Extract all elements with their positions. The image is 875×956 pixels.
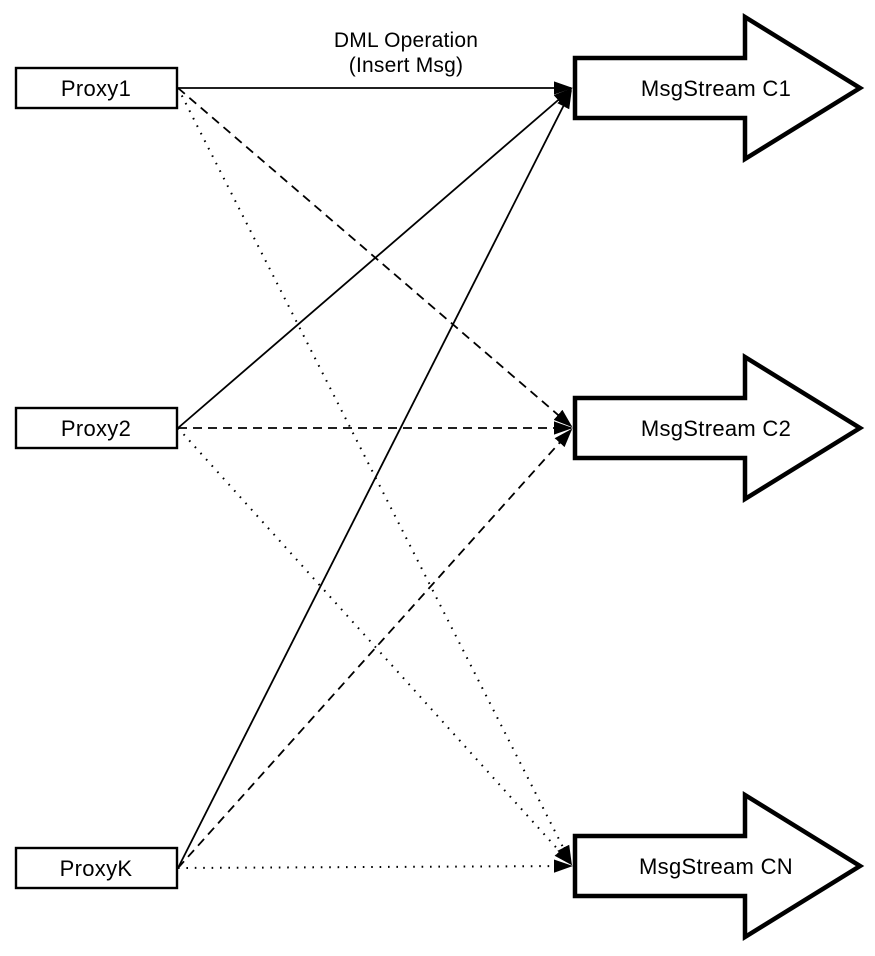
- proxy-node-proxy2: Proxy2: [14, 406, 179, 450]
- edge-proxyk-to-msgstream-c2: [177, 428, 573, 869]
- top-edge-label: DML Operation (Insert Msg): [334, 29, 478, 77]
- proxyk-box: [14, 846, 179, 890]
- edge-proxy2-to-msgstream-c1: [177, 87, 573, 429]
- edge-proxy1-to-msgstream-c2: [177, 87, 573, 428]
- proxy2-box: [14, 406, 179, 450]
- msgstream-c2-arrow-shape: [572, 352, 865, 504]
- connections: [177, 81, 573, 873]
- proxy1-label: Proxy1: [61, 76, 131, 101]
- msgstream-c2-label: MsgStream C2: [641, 416, 791, 441]
- proxy2-label: Proxy2: [61, 416, 131, 441]
- proxyk-label: ProxyK: [60, 856, 133, 881]
- stream-node-msgstream-c2: MsgStream C2: [572, 352, 865, 504]
- msgstream-c1-arrow-shape: [572, 12, 865, 164]
- stream-node-msgstream-cn: MsgStream CN: [572, 790, 865, 942]
- stream-node-msgstream-c1: MsgStream C1: [572, 12, 865, 164]
- edge-proxy2-to-msgstream-cn: [177, 427, 573, 866]
- proxy1-box: [14, 66, 179, 110]
- dml-operation-label-line1: DML Operation: [334, 29, 478, 52]
- msgstream-c1-label: MsgStream C1: [641, 76, 791, 101]
- dml-operation-label-line2: (Insert Msg): [349, 54, 463, 77]
- edge-proxy1-to-msgstream-cn: [177, 87, 572, 865]
- proxy-node-proxy1: Proxy1: [14, 66, 179, 110]
- edge-proxyk-to-msgstream-cn: [177, 859, 573, 873]
- proxy-node-proxyk: ProxyK: [14, 846, 179, 890]
- edge-proxyk-to-msgstream-c1: [177, 89, 572, 869]
- msgstream-cn-label: MsgStream CN: [639, 854, 793, 879]
- msgstream-cn-arrow-shape: [572, 790, 865, 942]
